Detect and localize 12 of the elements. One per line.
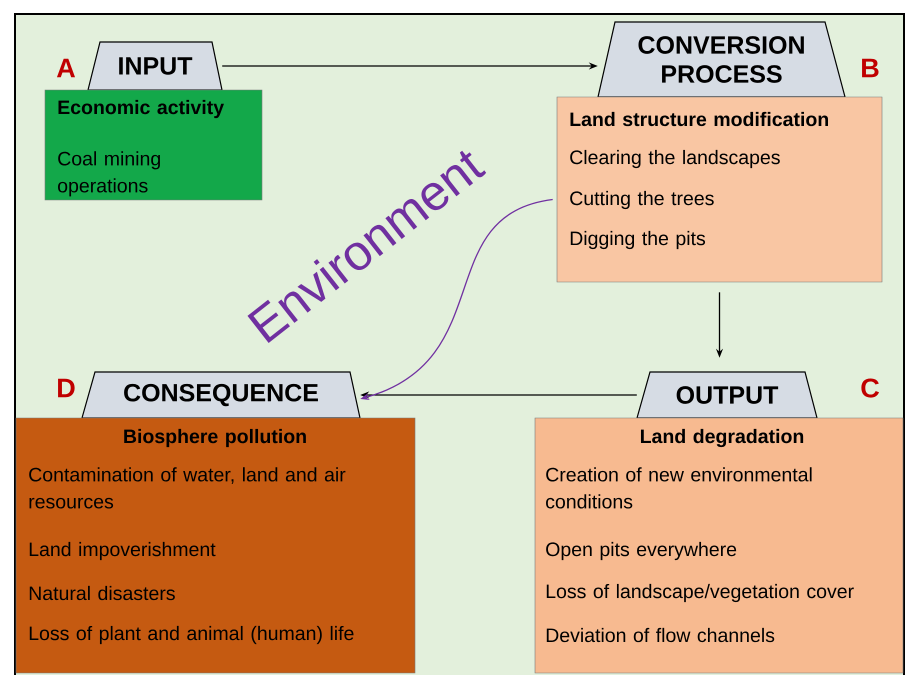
text-box: Economic activity Coal mining operations bbox=[44, 90, 262, 200]
header-trapezoid: OUTPUT bbox=[636, 371, 818, 419]
text-box: Land structure modification Clearing the landscapes Cutting the trees Digging the pits bbox=[556, 96, 882, 282]
text-box: Land degradation Creation of new environmental conditions Open pits everywhere Loss of landscape/vegetation cover Deviation of flow channels bbox=[534, 418, 904, 674]
header-trapezoid: CONVERSION PROCESS bbox=[597, 21, 846, 98]
section-letter: D bbox=[58, 378, 75, 398]
header-trapezoid: INPUT bbox=[87, 41, 223, 91]
section-letter: A bbox=[56, 58, 76, 78]
section-letter: C bbox=[861, 378, 880, 398]
text-box: Biosphere pollution Contamination of water, land and air resources Land impoverishment Natural disasters Loss of plant and animal (human) life bbox=[16, 418, 416, 674]
section-letter: B bbox=[862, 58, 879, 78]
header-trapezoid: CONSEQUENCE bbox=[81, 371, 361, 419]
